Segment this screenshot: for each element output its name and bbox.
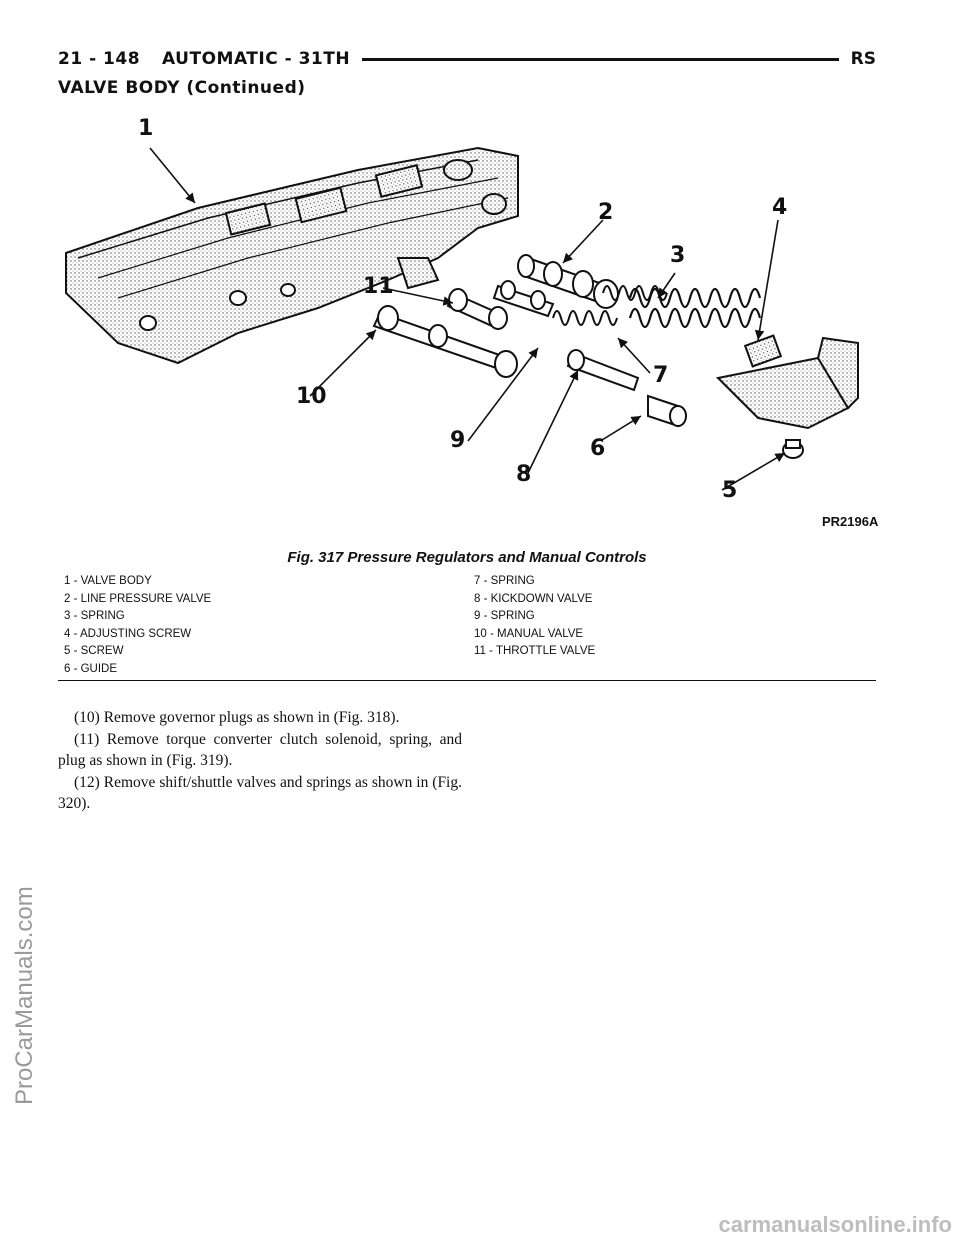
guide-part [647,394,687,428]
small-springs-part [552,285,668,326]
callout-5: 5 [722,478,738,503]
callout-leaders [149,147,786,491]
legend-item: 2 - LINE PRESSURE VALVE [64,592,212,605]
manual-control-bracket-part [715,334,859,430]
step-paragraph: (10) Remove governor plugs as shown in (… [74,709,400,726]
model-code: RS [850,49,876,69]
bottom-watermark: carmanualsonline.info [718,1212,953,1237]
legend-rule [58,680,876,681]
legend-item: 4 - ADJUSTING SCREW [64,627,192,640]
callout-2: 2 [598,200,614,225]
callout-7: 7 [653,363,669,388]
step-paragraph: (12) Remove shift/shuttle valves and spr… [58,773,462,813]
legend-item: 5 - SCREW [64,645,124,657]
line-pressure-valve-part [517,254,619,309]
callout-9: 9 [450,428,466,453]
legend-item: 7 - SPRING [474,575,535,587]
step-paragraph: (11) Remove torque converter clutch sole… [58,730,462,770]
section-title: AUTOMATIC - 31TH [162,49,351,69]
legend-item: 11 - THROTTLE VALVE [474,645,596,657]
callout-4: 4 [772,195,788,220]
legend-item: 1 - VALVE BODY [64,575,152,587]
procedure-steps: (10) Remove governor plugs as shown in (… [58,707,462,815]
valve-body-part [65,146,519,365]
kickdown-valve-part [492,280,640,392]
page-header: 21 - 148 AUTOMATIC - 31TH RS [58,46,876,72]
callout-11: 11 [363,274,394,299]
figure-code: PR2196A [822,514,879,529]
section-subtitle: VALVE BODY (Continued) [58,78,306,98]
figure-caption: Fig. 317 Pressure Regulators and Manual … [287,549,647,566]
legend-item: 10 - MANUAL VALVE [474,627,584,640]
exploded-view-figure: 1 2 3 4 5 6 7 8 9 10 11 PR2196A [58,108,878,548]
callout-6: 6 [590,436,606,461]
side-watermark: ProCarManuals.com [11,886,38,1105]
page-number: 21 - 148 [58,49,141,69]
legend-item: 8 - KICKDOWN VALVE [474,592,593,605]
callout-3: 3 [670,243,686,268]
callout-8: 8 [516,462,532,487]
manual-valve-part [372,305,518,378]
callout-10: 10 [296,384,327,409]
legend-item: 3 - SPRING [64,610,125,622]
screw-part [782,439,804,459]
header-rule [362,57,839,61]
callout-1: 1 [138,116,154,141]
legend-item: 9 - SPRING [474,610,535,622]
legend-item: 6 - GUIDE [64,662,118,675]
